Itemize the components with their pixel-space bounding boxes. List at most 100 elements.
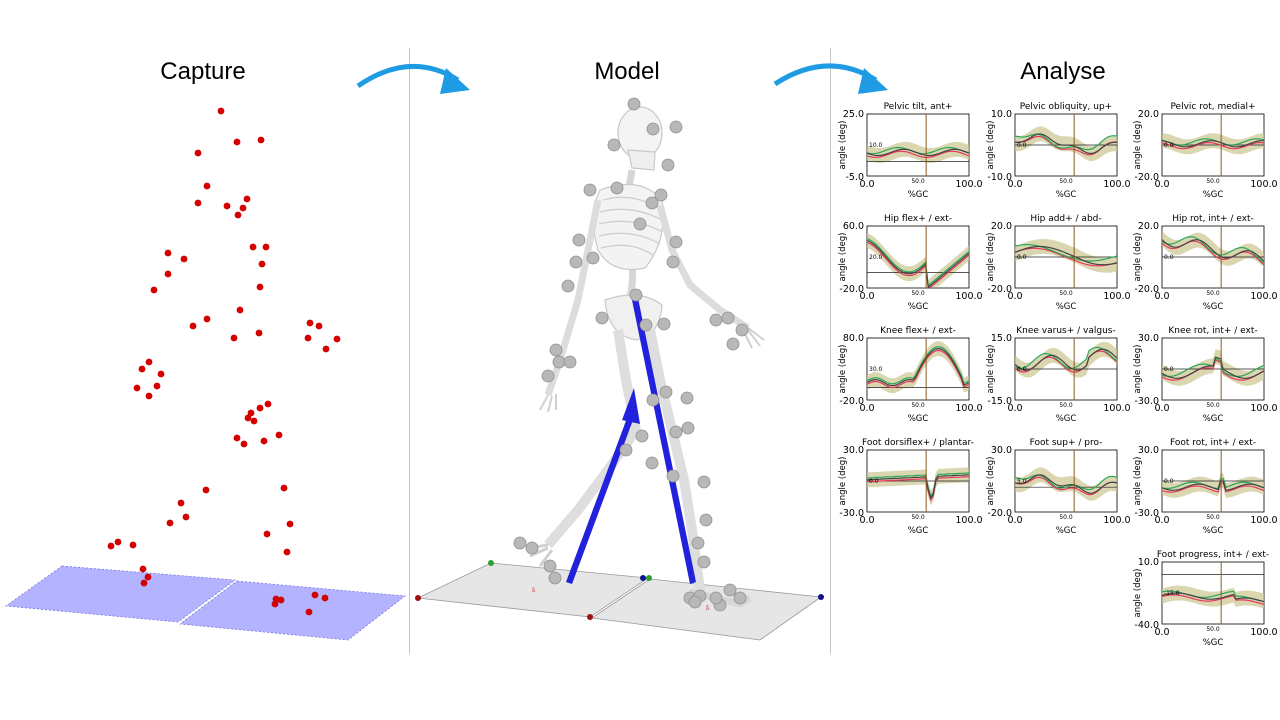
capture-marker — [153, 382, 161, 390]
model-marker — [525, 541, 539, 555]
y-axis-label: angle (deg) — [838, 121, 848, 170]
capture-marker — [322, 345, 330, 353]
x-tick-label: 0.0 — [859, 291, 874, 302]
section-title-model: Model — [594, 58, 660, 85]
capture-marker — [239, 204, 247, 212]
y-mid-label: -15.0 — [1164, 590, 1180, 597]
model-marker — [563, 355, 577, 369]
normative-band — [1162, 133, 1264, 155]
x-axis-label: %GC — [908, 302, 929, 312]
chart-title: Foot dorsiflex+ / plantar- — [862, 438, 974, 448]
series-line — [1014, 348, 1118, 371]
chart-panel: Foot dorsiflex+ / plantar-30.0-30.00.0an… — [838, 438, 983, 536]
model-marker — [669, 425, 683, 439]
capture-marker — [157, 370, 165, 378]
capture-marker — [234, 211, 242, 219]
capture-marker — [280, 484, 288, 492]
capture-marker-cloud — [107, 107, 341, 616]
x-tick-label: 0.0 — [859, 515, 874, 526]
capture-marker — [194, 149, 202, 157]
x-tick-label: 50.0 — [911, 178, 925, 185]
y-tick-label: 30.0 — [1138, 445, 1159, 456]
y-tick-label: -5.0 — [845, 172, 864, 183]
model-marker — [659, 385, 673, 399]
skeleton-model — [527, 106, 765, 608]
x-axis-label: %GC — [1203, 414, 1224, 424]
capture-marker — [264, 400, 272, 408]
flow-arrow-capture-to-model — [356, 63, 470, 94]
capture-force-plates — [4, 565, 407, 641]
capture-marker — [257, 136, 265, 144]
y-tick-label: -20.0 — [987, 508, 1012, 519]
capture-marker — [166, 519, 174, 527]
section-title-analyse: Analyse — [1020, 58, 1106, 85]
capture-marker — [244, 414, 252, 422]
section-title-capture: Capture — [160, 58, 246, 85]
capture-marker — [114, 538, 122, 546]
y-axis-label: angle (deg) — [1133, 569, 1143, 618]
x-tick-label: 100.0 — [955, 179, 982, 190]
x-axis-label: %GC — [908, 190, 929, 200]
capture-marker — [304, 334, 312, 342]
capture-marker — [140, 579, 148, 587]
y-axis-label: angle (deg) — [1133, 233, 1143, 282]
y-tick-label: 20.0 — [1138, 221, 1159, 232]
series-line — [1161, 590, 1265, 603]
x-tick-label: 100.0 — [955, 291, 982, 302]
x-tick-label: 0.0 — [1154, 179, 1169, 190]
svg-text:ﾙ: ﾙ — [532, 586, 536, 594]
x-axis-label: %GC — [1203, 190, 1224, 200]
model-marker — [697, 475, 711, 489]
x-tick-label: 0.0 — [1007, 291, 1022, 302]
x-tick-label: 100.0 — [955, 515, 982, 526]
series-line — [1161, 359, 1265, 381]
x-tick-label: 0.0 — [859, 179, 874, 190]
series-line — [1161, 592, 1265, 603]
capture-marker — [262, 243, 270, 251]
capture-marker — [230, 334, 238, 342]
chart-title: Knee varus+ / valgus- — [1016, 326, 1115, 336]
y-tick-label: 80.0 — [843, 333, 864, 344]
model-marker — [697, 555, 711, 569]
y-mid-label: 0.0 — [1164, 478, 1174, 485]
y-mid-label: 0.0 — [1164, 366, 1174, 373]
x-tick-label: 0.0 — [1154, 403, 1169, 414]
chart-title: Pelvic tilt, ant+ — [884, 102, 953, 112]
model-marker — [721, 311, 735, 325]
y-mid-label: 0.0 — [1017, 366, 1027, 373]
model-marker — [513, 536, 527, 550]
divider-capture-model — [409, 48, 410, 654]
x-tick-label: 50.0 — [1059, 514, 1073, 521]
model-marker — [635, 429, 649, 443]
y-axis-label: angle (deg) — [1133, 121, 1143, 170]
x-tick-label: 50.0 — [1206, 178, 1220, 185]
x-tick-label: 100.0 — [1103, 515, 1130, 526]
chart-title: Foot progress, int+ / ext- — [1157, 550, 1269, 560]
model-marker — [666, 255, 680, 269]
x-tick-label: 100.0 — [1103, 403, 1130, 414]
y-tick-label: 30.0 — [843, 445, 864, 456]
series-line — [866, 241, 970, 288]
x-tick-label: 0.0 — [859, 403, 874, 414]
x-tick-label: 100.0 — [1250, 515, 1277, 526]
x-axis-label: %GC — [908, 526, 929, 536]
capture-marker — [139, 565, 147, 573]
x-tick-label: 50.0 — [911, 290, 925, 297]
y-mid-label: 20.0 — [869, 254, 883, 261]
x-axis-label: %GC — [1056, 302, 1077, 312]
x-tick-label: 100.0 — [955, 403, 982, 414]
capture-marker — [233, 434, 241, 442]
series-line — [1161, 138, 1265, 146]
series-line — [866, 476, 970, 502]
model-marker — [569, 255, 583, 269]
y-tick-label: 30.0 — [1138, 333, 1159, 344]
normative-band — [1162, 585, 1264, 609]
model-marker — [607, 138, 621, 152]
x-tick-label: 0.0 — [1154, 291, 1169, 302]
series-line — [1161, 356, 1265, 379]
capture-marker — [306, 319, 314, 327]
capture-marker — [189, 322, 197, 330]
